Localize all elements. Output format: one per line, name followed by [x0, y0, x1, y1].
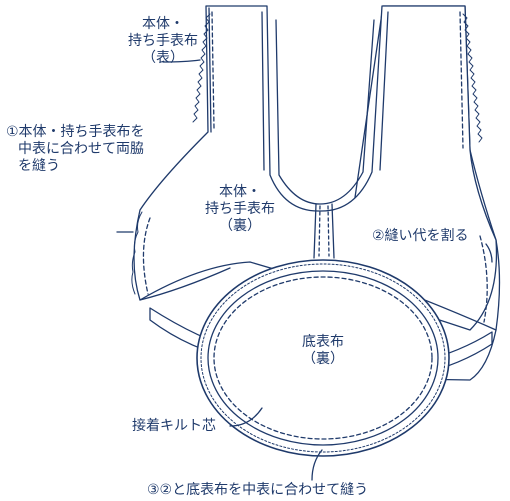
label-center-lining-line2: 持ち手表布 [205, 201, 275, 217]
center-seam-stitch [318, 205, 321, 257]
leader-step3 [311, 449, 323, 481]
right-zigzag [462, 13, 483, 143]
center-seam-stitch2 [327, 205, 330, 257]
label-step1-line1: ①本体・持ち手表布を [6, 124, 145, 140]
label-bottom-panel-line1: 底表布 [302, 334, 344, 350]
label-quilt: 接着キルト芯 [132, 418, 216, 434]
right-strap-stitch [459, 11, 464, 149]
leader-quilt [229, 407, 263, 427]
label-center-lining-line3: （裏） [219, 218, 261, 234]
bottom-panel-wavy [200, 263, 446, 453]
label-step2: ②縫い代を割る [372, 228, 469, 244]
leader-top [162, 59, 201, 63]
center-seam-left [313, 203, 317, 259]
left-side-zig [131, 211, 143, 295]
left-strap-right [261, 11, 265, 171]
center-seam-right [331, 203, 335, 259]
right-strap-left [379, 11, 389, 171]
label-top-outer: 本体・ 持ち手表布 （表） [127, 16, 199, 67]
bottom-panel-stitch [213, 276, 433, 440]
label-step1: ①本体・持ち手表布を 中表に合わせて両脇 を縫う [6, 124, 145, 175]
label-step1-line3: を縫う [18, 158, 60, 174]
bottom-panel-outer [196, 259, 450, 457]
right-side-seam [479, 235, 488, 323]
left-side-seam [142, 217, 151, 295]
label-top-outer-line1: 本体・ [142, 16, 184, 32]
strap-inner-edge [275, 19, 375, 205]
leader-step2 [485, 243, 493, 263]
label-bottom-panel-line2: （裏） [302, 351, 344, 367]
label-top-outer-line3: （表） [142, 50, 184, 66]
left-strap-stitch [211, 11, 215, 129]
label-center-lining: 本体・ 持ち手表布 （裏） [200, 184, 280, 235]
label-step3: ③②と底表布を中表に合わせて縫う [147, 482, 369, 498]
label-top-outer-line2: 持ち手表布 [128, 33, 198, 49]
left-zigzag [192, 13, 211, 123]
label-center-lining-line1: 本体・ [219, 184, 261, 200]
label-step1-line2: 中表に合わせて両脇 [18, 141, 144, 157]
bottom-panel-quilt [207, 270, 439, 446]
label-bottom-panel: 底表布 （裏） [293, 334, 353, 368]
inner-fold-left [139, 267, 231, 301]
left-strap-edge [208, 7, 212, 133]
